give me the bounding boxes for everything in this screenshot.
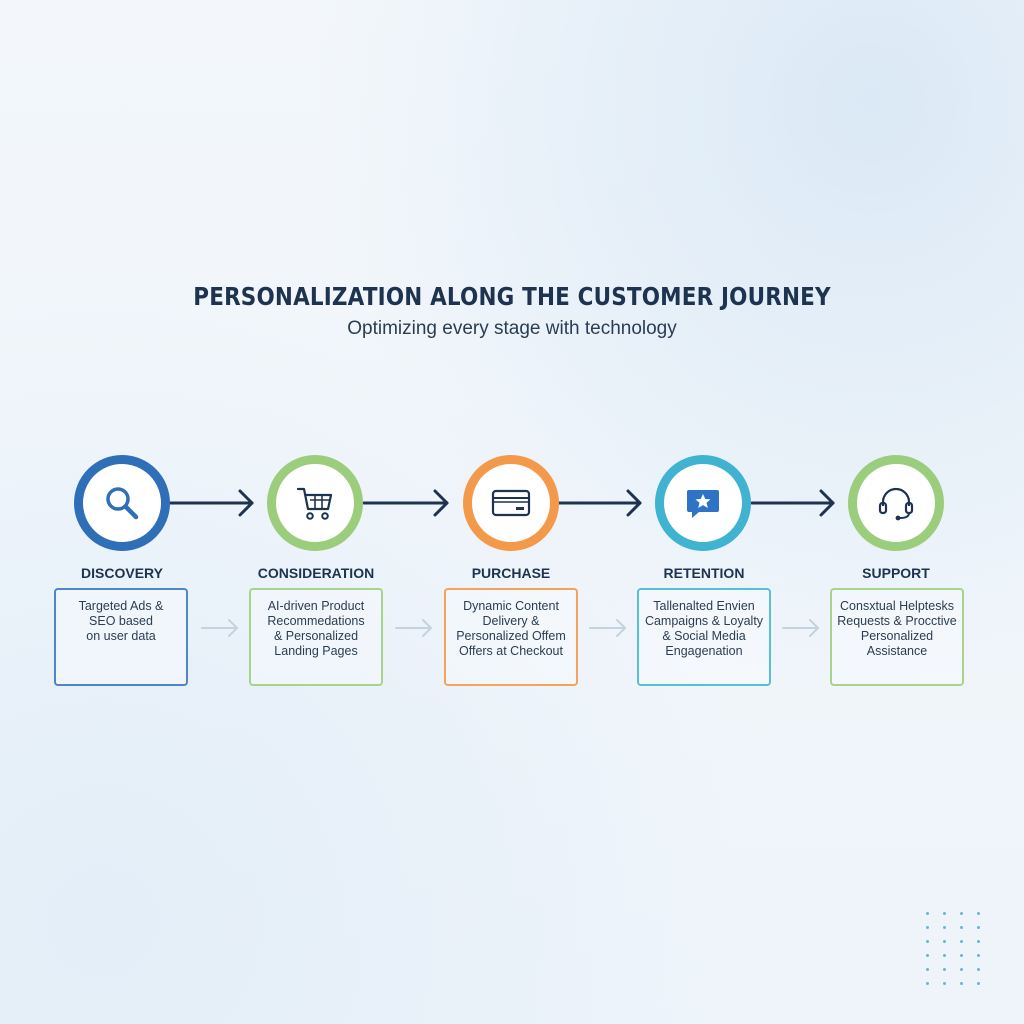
decorative-dot <box>960 926 963 929</box>
decorative-dot <box>977 940 980 943</box>
decorative-dot <box>943 926 946 929</box>
card-line: Campaigns & Loyalty <box>644 614 764 628</box>
diagram-title: PERSONALIZATION ALONG THE CUSTOMER JOURN… <box>193 282 831 311</box>
decorative-dot <box>943 968 946 971</box>
card-arrow-2 <box>395 619 432 637</box>
decorative-dot <box>960 912 963 915</box>
card-line: Offers at Checkout <box>459 644 563 658</box>
decorative-dot <box>960 940 963 943</box>
stage-purchase-circle <box>463 455 559 551</box>
decorative-dot <box>926 954 929 957</box>
stage-card-retention: Tallenalted Envien Campaigns & Loyalty &… <box>637 588 771 686</box>
card-line: Assistance <box>866 644 928 658</box>
stage-retention-circle <box>655 455 751 551</box>
decorative-dot <box>926 912 929 915</box>
card-arrow-3 <box>589 619 626 637</box>
card-line: & Social Media <box>662 629 746 643</box>
arrow-retention-to-support <box>750 489 835 517</box>
arrow-purchase-to-retention <box>557 489 642 517</box>
decorative-dot <box>977 968 980 971</box>
card-line: & Personalized <box>273 629 359 643</box>
card-line: Personalized Offem <box>456 629 566 643</box>
decorative-dot <box>943 982 946 985</box>
decorative-dot <box>977 954 980 957</box>
card-line: Consxtual Helptesks <box>840 599 954 613</box>
decorative-dot <box>943 954 946 957</box>
decorative-dot-grid <box>920 908 990 988</box>
card-arrow-1 <box>201 619 238 637</box>
stage-discovery-circle <box>74 455 170 551</box>
card-line: Dynamic Content <box>463 599 559 613</box>
decorative-dot <box>977 912 980 915</box>
card-line: Requests & Procctive <box>837 614 957 628</box>
decorative-dot <box>960 968 963 971</box>
cart-icon <box>296 487 333 520</box>
arrow-consideration-to-purchase <box>362 489 449 517</box>
stage-card-discovery: Targeted Ads & SEO based on user data <box>54 588 188 686</box>
card-arrow-4 <box>782 619 819 637</box>
card-line: Tallenalted Envien <box>653 599 755 613</box>
decorative-dot <box>943 912 946 915</box>
stage-label-purchase: PURCHASE <box>471 565 551 581</box>
chat-star-icon <box>687 490 719 518</box>
stage-support-circle <box>848 455 944 551</box>
stage-card-consideration: AI-driven Product Recommedations & Perso… <box>249 588 383 686</box>
stage-label-support: SUPPORT <box>862 565 930 581</box>
card-line: Recommedations <box>267 614 365 628</box>
card-line: AI-driven Product <box>267 599 365 613</box>
card-line: Personalized <box>860 629 934 643</box>
card-line: Landing Pages <box>274 644 358 658</box>
decorative-dot <box>926 926 929 929</box>
card-line: SEO based <box>89 614 153 628</box>
stage-consideration-circle <box>267 455 363 551</box>
stage-card-purchase: Dynamic Content Delivery & Personalized … <box>444 588 578 686</box>
arrow-discovery-to-consideration <box>168 489 254 517</box>
search-icon <box>106 487 139 520</box>
decorative-dot <box>943 940 946 943</box>
card-line: Engagenation <box>665 644 743 658</box>
stage-label-retention: RETENTION <box>663 565 745 581</box>
stage-label-discovery: DISCOVERY <box>81 565 163 581</box>
card-line: Targeted Ads & <box>78 599 164 613</box>
decorative-dot <box>960 982 963 985</box>
stage-card-support: Consxtual Helptesks Requests & Procctive… <box>830 588 964 686</box>
decorative-dot <box>926 968 929 971</box>
decorative-dot <box>926 940 929 943</box>
diagram-subtitle: Optimizing every stage with technology <box>347 318 677 339</box>
card-line: on user data <box>86 629 156 643</box>
decorative-dot <box>977 982 980 985</box>
card-line: Delivery & <box>482 614 540 628</box>
stage-label-consideration: CONSIDERATION <box>257 565 375 581</box>
headset-icon <box>878 487 914 521</box>
decorative-dot <box>960 954 963 957</box>
decorative-dot <box>926 982 929 985</box>
decorative-dot <box>977 926 980 929</box>
credit-card-icon <box>491 489 531 517</box>
